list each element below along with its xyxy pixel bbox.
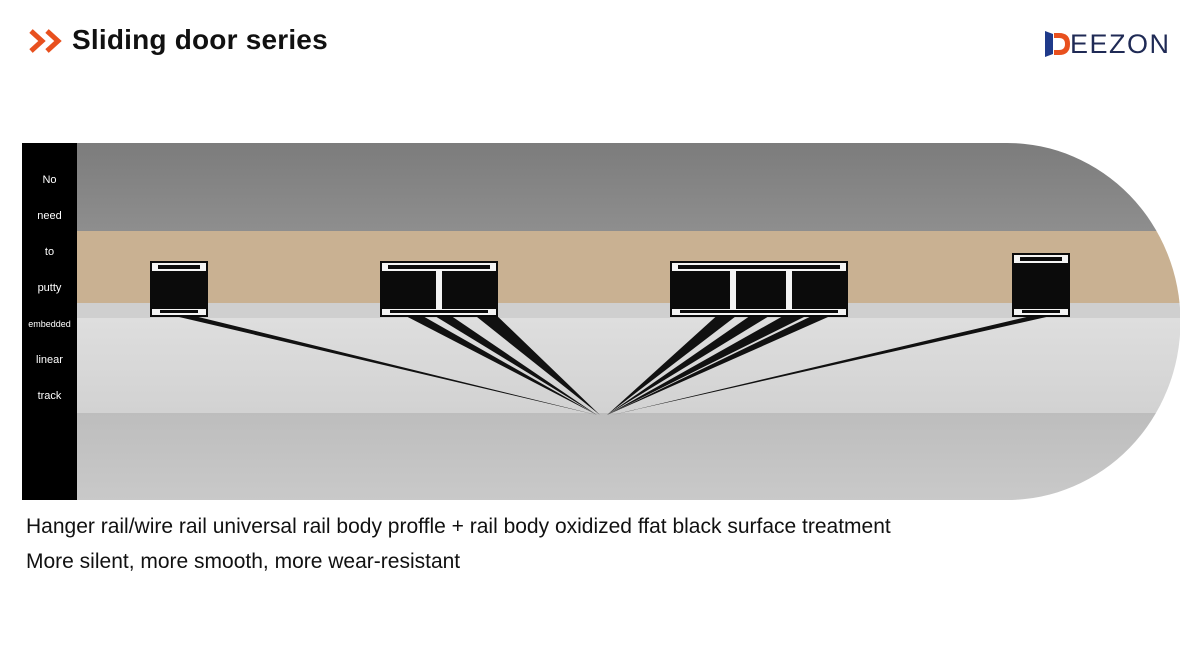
caption-line-1: Hanger rail/wire rail universal rail bod… <box>26 515 891 538</box>
double-chevron-right-icon <box>29 29 62 53</box>
side-label: No need to putty embedded linear track <box>22 143 77 500</box>
side-label-word: to <box>44 246 55 258</box>
side-label-word: embedded <box>28 319 71 329</box>
triple-rail-profile <box>670 261 848 317</box>
logo-mark-icon <box>1045 31 1070 57</box>
side-label-word: No <box>42 174 57 186</box>
brand-logo: EEZON <box>1042 28 1187 60</box>
logo-text: EEZON <box>1070 28 1171 59</box>
side-label-word: track <box>37 390 62 402</box>
page-title: Sliding door series <box>72 24 328 55</box>
caption-line-2: More silent, more smooth, more wear-resi… <box>26 550 461 573</box>
side-label-word: putty <box>37 282 62 294</box>
single-rail-profile <box>150 261 208 317</box>
double-rail-profile <box>380 261 498 317</box>
convergence-streaks <box>162 311 1064 415</box>
side-label-word: linear <box>36 354 63 366</box>
rail-cross-section-illustration <box>22 143 1180 500</box>
side-label-word: need <box>37 210 62 222</box>
single-rail-profile <box>1012 253 1070 317</box>
